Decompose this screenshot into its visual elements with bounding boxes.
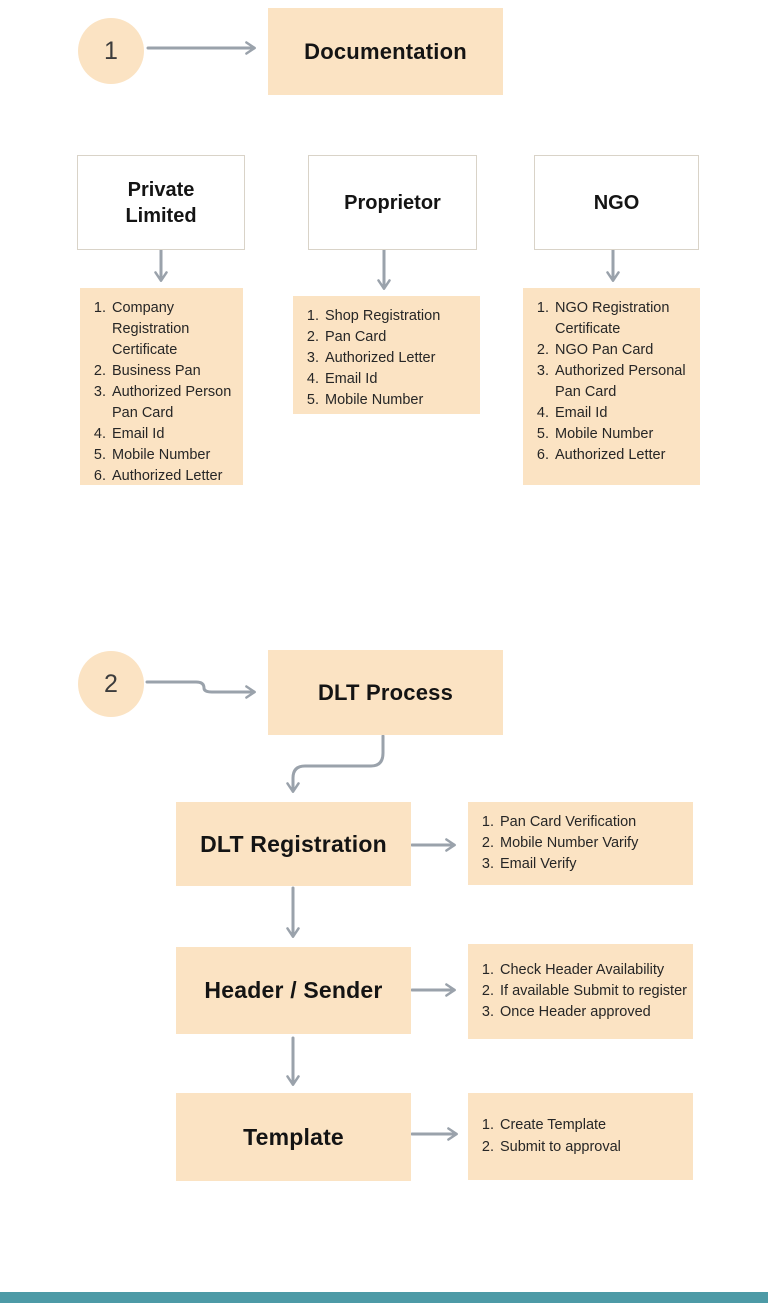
arrow-2-to-dlt-process (145, 680, 256, 699)
list-item: Authorized Letter (323, 348, 476, 369)
template-label: Template (243, 1123, 344, 1150)
dlt-registration-tasks-box: Pan Card VerificationMobile Number Varif… (468, 802, 693, 885)
list-item: Email Id (553, 403, 696, 424)
header-sender-tasks-box: Check Header AvailabilityIf available Su… (468, 944, 693, 1039)
list-item: Mobile Number (323, 390, 476, 411)
list-item: Create Template (498, 1115, 689, 1136)
list-item: Pan Card Verification (498, 812, 689, 833)
category-proprietor-label: Proprietor (344, 191, 441, 214)
category-private-limited-box: Private Limited (77, 155, 245, 250)
list-item: NGO Pan Card (553, 340, 696, 361)
header-sender-tasks-list: Check Header AvailabilityIf available Su… (468, 960, 693, 1023)
template-tasks-box: Create TemplateSubmit to approval (468, 1093, 693, 1180)
list-item: Once Header approved (498, 1002, 689, 1023)
proprietor-requirements-box: Shop RegistrationPan CardAuthorized Lett… (293, 296, 480, 414)
proprietor-requirements-list: Shop RegistrationPan CardAuthorized Lett… (293, 306, 480, 411)
list-item: Shop Registration (323, 306, 476, 327)
step-2-circle: 2 (78, 651, 144, 717)
ngo-requirements-box: NGO Registration CertificateNGO Pan Card… (523, 288, 700, 485)
category-proprietor-box: Proprietor (308, 155, 477, 250)
list-item: Pan Card (323, 327, 476, 348)
dlt-process-box: DLT Process (268, 650, 503, 735)
list-item: Email Verify (498, 854, 689, 875)
dlt-registration-tasks-list: Pan Card VerificationMobile Number Varif… (468, 812, 693, 875)
footer-accent-bar (0, 1292, 768, 1303)
list-item: NGO Registration Certificate (553, 298, 696, 340)
private-limited-requirements-list: Company Registration CertificateBusiness… (80, 298, 243, 487)
category-ngo-label: NGO (593, 191, 640, 214)
list-item: Authorized Letter (110, 466, 239, 487)
ngo-requirements-list: NGO Registration CertificateNGO Pan Card… (523, 298, 700, 466)
list-item: Check Header Availability (498, 960, 689, 981)
list-item: Mobile Number (553, 424, 696, 445)
connector-dlt-process-to-registration (286, 734, 385, 793)
dlt-process-label: DLT Process (317, 679, 454, 705)
list-item: If available Submit to register (498, 981, 689, 1002)
dlt-registration-box: DLT Registration (176, 802, 411, 886)
list-item: Business Pan (110, 361, 239, 382)
list-item: Authorized Personal Pan Card (553, 361, 696, 403)
documentation-label: Documentation (304, 38, 467, 64)
category-ngo-box: NGO (534, 155, 699, 250)
template-tasks-list: Create TemplateSubmit to approval (468, 1115, 693, 1157)
template-box: Template (176, 1093, 411, 1181)
list-item: Mobile Number (110, 445, 239, 466)
step-2-number: 2 (104, 669, 118, 698)
category-private-limited-label: Private Limited (125, 178, 197, 227)
private-limited-requirements-box: Company Registration CertificateBusiness… (80, 288, 243, 485)
header-sender-label: Header / Sender (204, 977, 383, 1003)
list-item: Authorized Letter (553, 445, 696, 466)
list-item: Company Registration Certificate (110, 298, 239, 361)
header-sender-box: Header / Sender (176, 947, 411, 1034)
step-1-circle: 1 (78, 18, 144, 84)
step-1-number: 1 (104, 36, 118, 65)
list-item: Mobile Number Varify (498, 833, 689, 854)
list-item: Email Id (110, 424, 239, 445)
documentation-box: Documentation (268, 8, 503, 95)
dlt-registration-label: DLT Registration (200, 830, 387, 857)
list-item: Submit to approval (498, 1137, 689, 1158)
list-item: Authorized Person Pan Card (110, 382, 239, 424)
list-item: Email Id (323, 369, 476, 390)
